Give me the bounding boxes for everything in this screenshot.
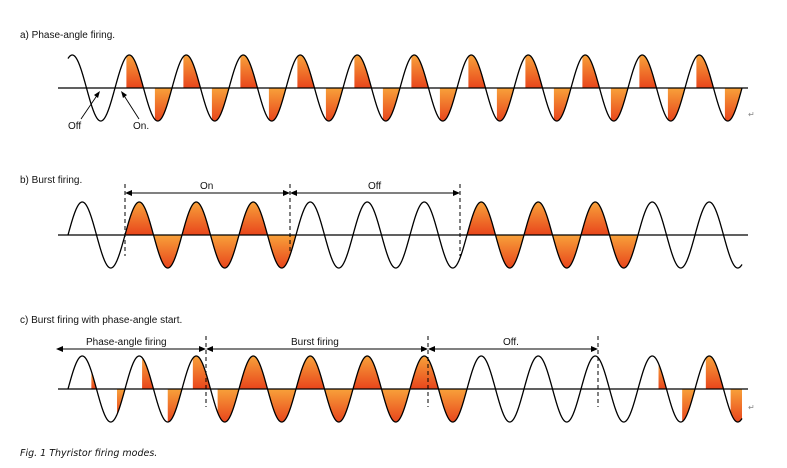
phase-angle-sine-wave — [67, 54, 743, 122]
panel-a-title: a) Phase-angle firing. — [20, 30, 115, 41]
conduction-fill — [210, 235, 239, 268]
waveform-layer — [56, 54, 748, 423]
arrow-head-right — [591, 346, 598, 352]
conduction-fill — [730, 389, 742, 422]
conduction-fill — [682, 389, 695, 422]
conduction-fill — [268, 88, 286, 121]
conduction-fill — [325, 88, 343, 121]
conduction-fill — [581, 202, 610, 235]
arrow-head-left — [125, 190, 132, 196]
conduction-fill — [639, 55, 657, 88]
paragraph-mark: ↵ — [748, 403, 755, 412]
burst-firing-label: Burst firing — [291, 337, 339, 348]
arrow-head-left — [428, 346, 435, 352]
burst-off-label: Off — [368, 181, 381, 192]
conduction-fill — [410, 356, 439, 389]
arrow-head-right — [421, 346, 428, 352]
mixed-sine-wave — [67, 355, 743, 423]
conduction-fill — [167, 389, 182, 422]
conduction-fill — [381, 389, 410, 422]
arrow-head-right — [453, 190, 460, 196]
conduction-fill — [354, 55, 372, 88]
conduction-fill — [496, 88, 514, 121]
on-label: On. — [133, 121, 149, 132]
conduction-fill — [582, 55, 600, 88]
conduction-fill — [524, 202, 553, 235]
conduction-fill — [297, 55, 315, 88]
conduction-fill — [240, 55, 258, 88]
burst-sine-wave — [67, 201, 743, 269]
conduction-fill — [610, 88, 628, 121]
panel-b-title: b) Burst firing. — [20, 175, 82, 186]
off-pointer-arrowhead — [94, 91, 100, 98]
conduction-fill — [153, 235, 182, 268]
conduction-fill — [154, 88, 172, 121]
arrow-head-left — [56, 346, 63, 352]
conduction-fill — [553, 88, 571, 121]
conduction-fill — [724, 88, 742, 121]
conduction-fill — [468, 55, 486, 88]
conduction-fill — [182, 202, 211, 235]
phase-angle-label: Phase-angle firing — [86, 337, 167, 348]
conduction-fill — [324, 389, 353, 422]
conduction-fill — [296, 356, 325, 389]
conduction-fill — [217, 389, 239, 422]
figure-caption: Fig. 1 Thyristor firing modes. — [20, 448, 157, 459]
arrow-head-left — [206, 346, 213, 352]
off-label: Off — [68, 121, 81, 132]
conduction-fill — [353, 356, 382, 389]
arrow-head-right — [283, 190, 290, 196]
arrow-head-right — [199, 346, 206, 352]
conduction-fill — [183, 55, 201, 88]
panel-c-title: c) Burst firing with phase-angle start. — [20, 315, 182, 326]
burst-on-label: On — [200, 181, 213, 192]
conduction-fill — [696, 55, 714, 88]
conduction-fill — [239, 356, 268, 389]
conduction-fill — [667, 88, 685, 121]
conduction-fill — [382, 88, 400, 121]
arrow-head-left — [290, 190, 297, 196]
conduction-fill — [239, 202, 268, 235]
on-pointer-line — [122, 93, 140, 120]
conduction-fill — [552, 235, 581, 268]
conduction-fill — [705, 356, 724, 389]
conduction-fill — [267, 235, 296, 268]
conduction-fill — [525, 55, 543, 88]
conduction-fill — [438, 389, 467, 422]
off-pointer-line — [80, 93, 99, 120]
off-span-label: Off. — [503, 337, 519, 348]
conduction-fill — [609, 235, 638, 268]
conduction-fill — [495, 235, 524, 268]
conduction-fill — [125, 202, 154, 235]
conduction-fill — [267, 389, 296, 422]
on-pointer-arrowhead — [121, 91, 127, 98]
paragraph-mark: ↵ — [748, 110, 755, 119]
conduction-fill — [126, 55, 144, 88]
conduction-fill — [439, 88, 457, 121]
conduction-fill — [211, 88, 229, 121]
conduction-fill — [411, 55, 429, 88]
conduction-fill — [467, 202, 496, 235]
